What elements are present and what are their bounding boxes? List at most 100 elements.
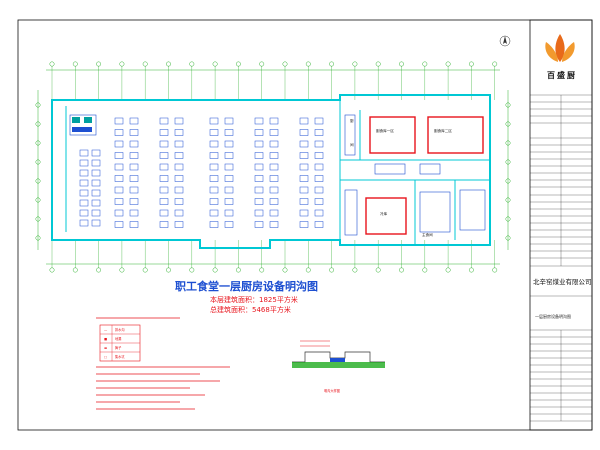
legend-symbol-4: □ [104, 355, 107, 359]
legend-text-3: 箅子 [115, 345, 122, 350]
legend-symbol-2: ■ [104, 337, 107, 341]
dining-table [209, 221, 219, 228]
axis-bubble [505, 178, 511, 184]
dining-table [129, 129, 139, 136]
dining-table [224, 175, 234, 182]
dining-table [114, 117, 124, 125]
dining-table [254, 175, 264, 182]
dining-table [254, 152, 264, 159]
axis-bubble [305, 267, 311, 273]
dining-table [174, 152, 184, 159]
axis-bubble [212, 61, 218, 67]
axis-bubble [49, 61, 55, 67]
dining-table [224, 209, 234, 217]
area-this-floor: 本层建筑面积：1825平方米 [210, 295, 298, 304]
dining-table [114, 175, 124, 182]
axis-bubble [259, 267, 265, 273]
north-arrow-icon [499, 35, 511, 47]
axis-bubble [352, 267, 358, 273]
dining-table [159, 186, 169, 194]
dining-table [174, 175, 184, 182]
legend-table: — 排水沟 ■ 地漏 ▬ 箅子 □ 集水坑 [99, 324, 141, 362]
dining-table [224, 198, 234, 205]
dining-table [129, 152, 139, 159]
dining-table [174, 163, 184, 171]
axis-bubble [259, 61, 265, 67]
dining-table [224, 221, 234, 228]
dining-table [254, 221, 264, 228]
dining-table [159, 117, 169, 125]
dining-table [114, 186, 124, 194]
section-detail: 明沟大样图 [292, 340, 385, 393]
axis-bubble [505, 216, 511, 222]
notes-text-lines [96, 317, 230, 410]
sheet-frame [17, 19, 593, 431]
dining-table [314, 129, 324, 136]
axis-bubble [468, 267, 474, 273]
dining-table [314, 186, 324, 194]
axis-bubble [399, 267, 404, 273]
dining-table [314, 163, 324, 171]
axis-bubble [119, 267, 125, 273]
title-block-frame [529, 19, 593, 431]
dining-tables [79, 117, 324, 228]
dining-table [174, 198, 184, 205]
axis-bubble [72, 267, 78, 273]
dining-table [224, 117, 234, 125]
dining-table [314, 198, 324, 205]
axis-bubble [35, 102, 41, 108]
axis-bubble [505, 102, 511, 108]
dining-table [79, 209, 89, 217]
axis-ticks [35, 61, 511, 273]
dining-table [299, 117, 309, 125]
axis-bubble [305, 61, 311, 67]
dining-table [114, 198, 124, 205]
company-name: 北辛窑煤业有限公司 [533, 277, 592, 286]
dining-table [269, 140, 279, 148]
dining-table [254, 163, 264, 171]
legend-symbol-1: — [104, 328, 108, 332]
axis-bubble [35, 159, 41, 165]
dining-table [91, 149, 101, 157]
dining-table [159, 129, 169, 136]
dining-table [269, 129, 279, 136]
dining-table [299, 198, 309, 205]
dining-table [91, 189, 101, 197]
axis-bubble [96, 267, 102, 273]
room-label-kitchen: 厨 [350, 118, 354, 123]
axis-bubble [96, 61, 102, 67]
room-label-office: 主食间 [422, 232, 433, 237]
axis-bubble [492, 267, 498, 273]
dining-table [314, 175, 324, 182]
dining-table [159, 140, 169, 148]
dining-table [114, 152, 124, 159]
dining-table [254, 117, 264, 125]
legend-symbol-3: ▬ [104, 346, 107, 350]
axis-bubble [445, 61, 451, 67]
dining-table [174, 129, 184, 136]
dining-table [254, 186, 264, 194]
dining-table [209, 129, 219, 136]
dining-table [159, 175, 169, 182]
dining-table [159, 152, 169, 159]
axis-bubble [505, 197, 511, 203]
dining-table [314, 209, 324, 217]
axis-bubble [49, 267, 55, 273]
axis-bubble [189, 267, 195, 273]
dining-table [299, 140, 309, 148]
dining-table [224, 129, 234, 136]
dining-table [79, 189, 89, 197]
axis-bubble [329, 267, 334, 273]
axis-grid [37, 69, 509, 265]
dining-table [79, 149, 89, 157]
dining-table [209, 198, 219, 205]
dining-table [114, 209, 124, 217]
section-label: 明沟大样图 [324, 388, 340, 393]
dining-table [114, 140, 124, 148]
axis-bubble [505, 159, 511, 165]
dining-table [174, 117, 184, 125]
dining-table [174, 140, 184, 148]
dining-table [299, 163, 309, 171]
dining-table [209, 175, 219, 182]
dining-table [254, 140, 264, 148]
